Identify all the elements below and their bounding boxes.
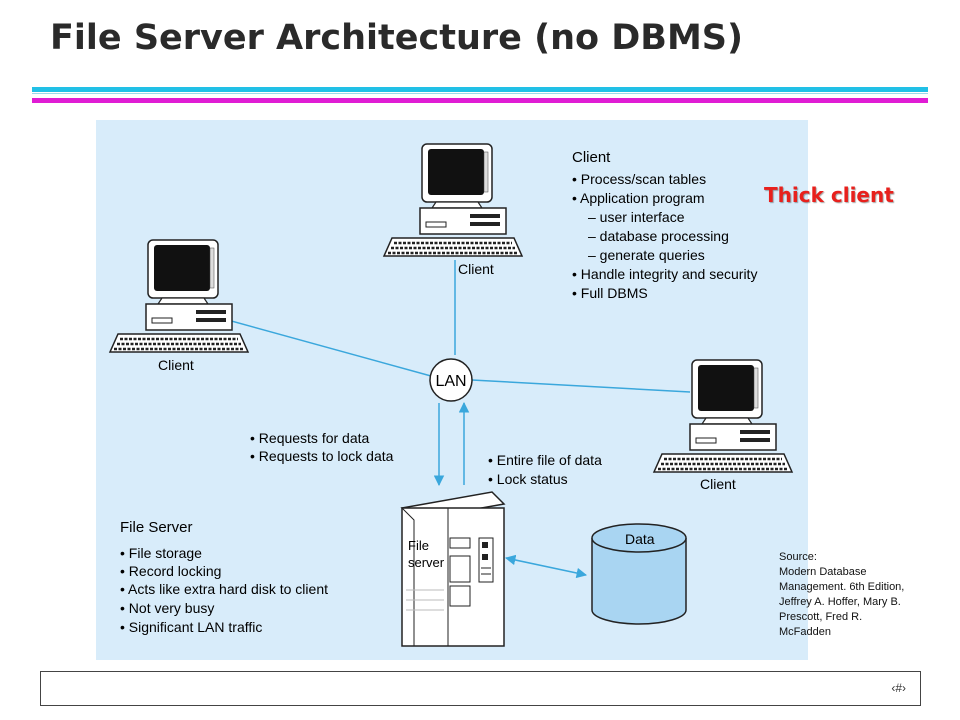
link-client-left	[205, 313, 432, 377]
page-number: ‹#›	[891, 681, 906, 695]
file-server-bullet: • Significant LAN traffic	[120, 619, 262, 635]
lan-node	[429, 358, 473, 402]
architecture-diagram: LAN Client Client Client Client • Proces…	[96, 120, 808, 660]
request-bullet: • Requests to lock data	[250, 448, 394, 464]
client-bullet: – user interface	[588, 209, 685, 225]
data-label: Data	[625, 531, 655, 547]
response-bullet: • Entire file of data	[488, 452, 602, 468]
file-server-icon	[400, 491, 506, 647]
response-bullet: • Lock status	[488, 471, 568, 487]
arrow-server-data	[504, 554, 588, 579]
file-server-heading: File Server	[120, 519, 193, 536]
title-rule-magenta	[32, 98, 928, 103]
source-line: Prescott, Fred R.	[779, 611, 863, 623]
client-label-left: Client	[158, 357, 194, 373]
link-client-right	[471, 379, 691, 393]
client-bullet: • Process/scan tables	[572, 171, 706, 187]
source-citation: Source: Modern Database Management. 6th …	[779, 550, 939, 640]
file-server-bullet: • File storage	[120, 545, 202, 561]
client-bullet: • Full DBMS	[572, 285, 648, 301]
title-rule-cyan	[32, 87, 928, 92]
file-server-label: server	[408, 555, 445, 570]
file-server-label: File	[408, 538, 429, 553]
client-heading: Client	[572, 149, 611, 166]
file-server-bullet: • Record locking	[120, 563, 221, 579]
file-server-bullet: • Not very busy	[120, 600, 214, 616]
lan-label: LAN	[435, 373, 466, 390]
client-computer-right-icon	[652, 358, 794, 474]
request-bullet: • Requests for data	[250, 430, 370, 446]
client-label-right: Client	[700, 476, 736, 492]
title-rule-thin	[32, 93, 928, 94]
thick-client-label: Thick client	[764, 183, 894, 207]
slide-title: File Server Architecture (no DBMS)	[50, 18, 743, 58]
source-line: Modern Database	[779, 566, 867, 578]
slide-footer: ‹#›	[40, 671, 921, 706]
client-label-top: Client	[458, 261, 494, 277]
source-line: McFadden	[779, 626, 831, 638]
file-server-bullet: • Acts like extra hard disk to client	[120, 581, 328, 597]
client-bullet: – database processing	[588, 228, 729, 244]
source-line: Management. 6th Edition,	[779, 581, 905, 593]
client-bullet: – generate queries	[588, 247, 705, 263]
client-bullet: • Handle integrity and security	[572, 266, 757, 282]
client-computer-left-icon	[108, 238, 250, 354]
source-line: Jeffrey A. Hoffer, Mary B.	[779, 596, 901, 608]
client-computer-top-icon	[382, 142, 524, 258]
source-line: Source:	[779, 551, 817, 563]
database-cylinder-icon	[591, 523, 687, 625]
client-bullet: • Application program	[572, 190, 705, 206]
